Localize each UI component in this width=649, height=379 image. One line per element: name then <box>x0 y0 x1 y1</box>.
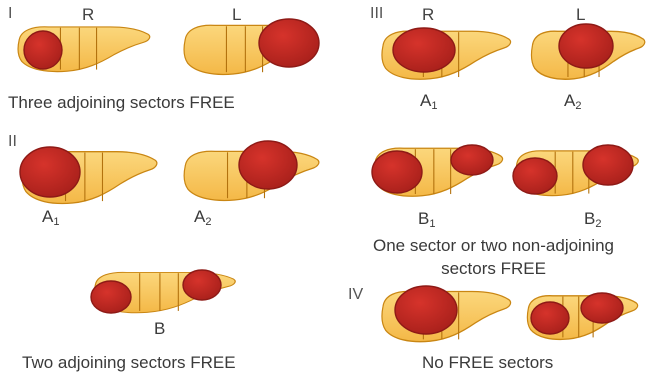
group-iii-right-label: R <box>422 6 434 23</box>
group-ii-label-a1: A1 <box>42 208 59 228</box>
group-iii-tumor-b2b <box>583 145 633 185</box>
group-iii-tumor-b1a <box>372 151 422 193</box>
group-iii-caption-line2: sectors FREE <box>338 260 649 277</box>
group-iv-tumor-2a <box>531 302 569 334</box>
group-iv-caption: No FREE sectors <box>422 354 553 371</box>
group-iii-label-a1: A1 <box>420 92 437 112</box>
group-iii-caption-line1: One sector or two non-adjoining <box>338 237 649 254</box>
group-ii-tumor-b2 <box>183 270 221 300</box>
group-iii-tumor-a1 <box>393 28 455 72</box>
group-iii-label-a2: A2 <box>564 92 581 112</box>
group-iii-label-b2: B2 <box>584 210 601 230</box>
group-i-tumor-l <box>259 19 319 67</box>
group-ii-tumor-a1 <box>20 147 80 197</box>
group-i-right-label: R <box>82 6 94 23</box>
group-iii-tumor-b2a <box>513 158 557 194</box>
group-ii-numeral: II <box>8 134 17 150</box>
group-iv-tumor-1 <box>395 286 457 334</box>
group-ii-tumor-b <box>91 281 131 313</box>
group-iii-left-label: L <box>576 6 585 23</box>
group-ii-tumor-a2 <box>239 141 297 189</box>
group-iii-tumor-a2 <box>559 24 613 68</box>
group-i-tumor-r <box>24 31 62 69</box>
group-ii-caption: Two adjoining sectors FREE <box>22 354 236 371</box>
group-i-numeral: I <box>8 6 12 22</box>
group-iii-numeral: III <box>370 6 383 22</box>
group-iv-numeral: IV <box>348 287 363 303</box>
group-iv-tumor-2b <box>581 293 623 323</box>
group-iii-label-b1: B1 <box>418 210 435 230</box>
group-i-caption: Three adjoining sectors FREE <box>8 94 235 111</box>
group-ii-label-b: B <box>154 320 165 337</box>
group-i-left-label: L <box>232 6 241 23</box>
group-iii-tumor-b1b <box>451 145 493 175</box>
group-ii-label-a2: A2 <box>194 208 211 228</box>
